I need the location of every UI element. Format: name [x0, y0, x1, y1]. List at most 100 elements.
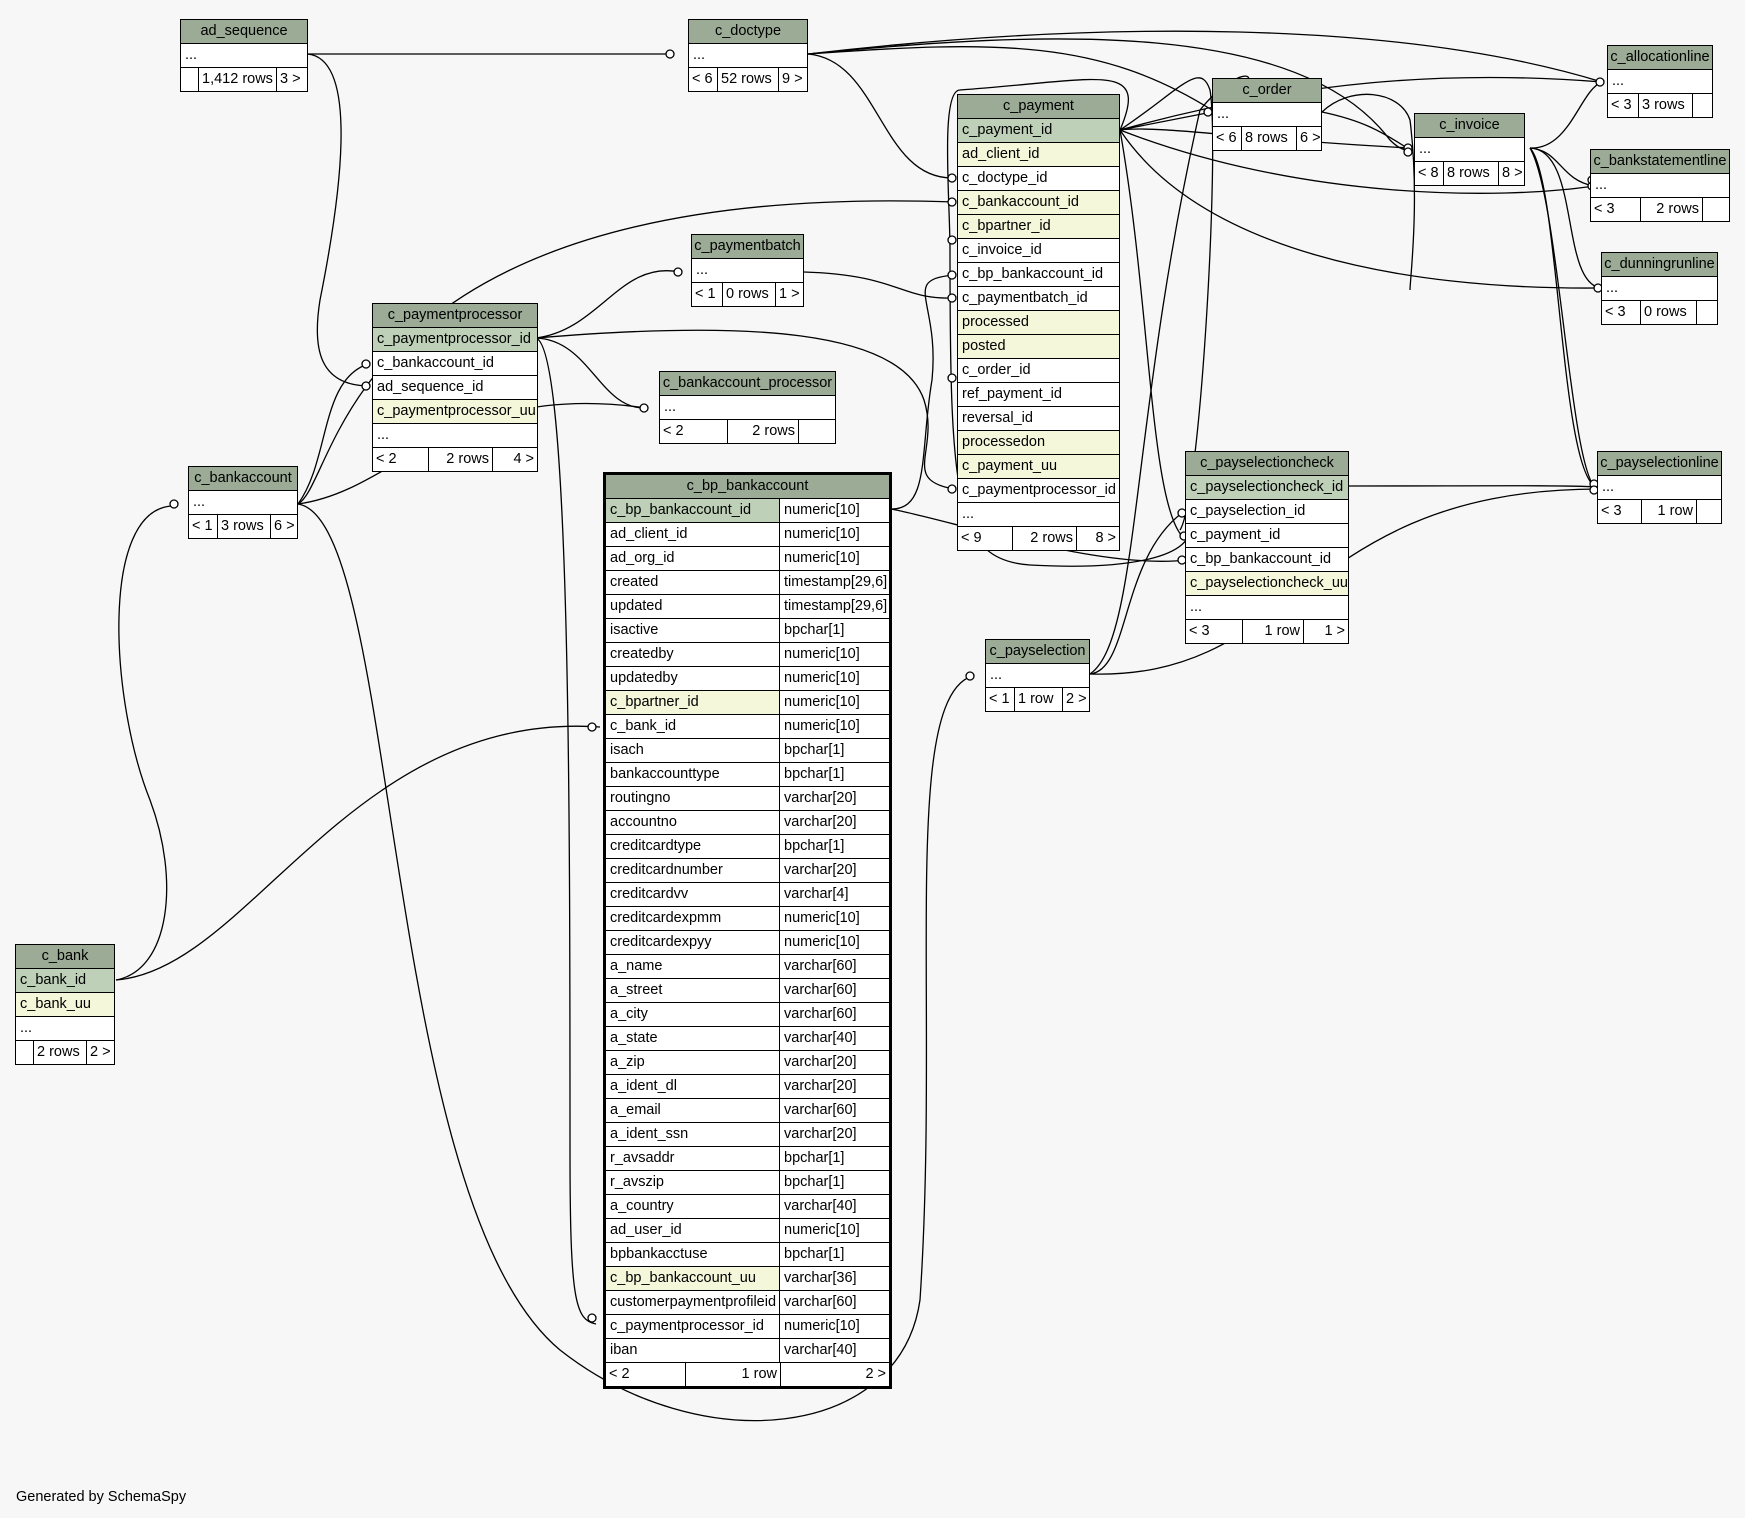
- footer-parents: < 2: [373, 448, 429, 471]
- table-c_payselectioncheck[interactable]: c_payselectioncheck c_payselectioncheck_…: [1185, 451, 1349, 644]
- column-type: numeric[10]: [784, 670, 860, 686]
- table-title: c_doctype: [689, 20, 807, 44]
- table-ad_sequence[interactable]: ad_sequence ... 1,412 rows 3 >: [180, 19, 308, 92]
- column-row: c_bp_bankaccount_id: [1186, 548, 1348, 572]
- table-footer: < 8 8 rows 8 >: [1415, 162, 1524, 185]
- footer-rows: 2 rows: [1013, 527, 1077, 550]
- column-type: numeric[10]: [784, 1318, 860, 1334]
- table-title: c_bankstatementline: [1591, 150, 1729, 174]
- column-type: varchar[40]: [784, 1030, 857, 1046]
- column-name: accountno: [606, 811, 780, 834]
- footer-parents: < 3: [1186, 620, 1243, 643]
- column-name: updated: [606, 595, 780, 618]
- table-c_bank[interactable]: c_bank c_bank_id c_bank_uu ... 2 rows 2 …: [15, 944, 115, 1065]
- column-name: a_email: [606, 1099, 780, 1122]
- column-name: a_country: [606, 1195, 780, 1218]
- footer-children: 2 >: [1066, 691, 1087, 707]
- column-name: updatedby: [606, 667, 780, 690]
- footer-children: [1693, 94, 1712, 117]
- footer-parents: < 8: [1415, 162, 1444, 185]
- column-row: c_paymentprocessor_id: [373, 328, 537, 352]
- table-c_dunningrunline[interactable]: c_dunningrunline ... < 3 0 rows: [1601, 252, 1718, 325]
- footer-parents: < 1: [986, 688, 1015, 711]
- column-name: creditcardexpyy: [606, 931, 780, 954]
- column-type: bpchar[1]: [784, 766, 845, 782]
- table-c_bankaccount_processor[interactable]: c_bankaccount_processor ... < 2 2 rows: [659, 371, 836, 444]
- table-c_allocationline[interactable]: c_allocationline ... < 3 3 rows: [1607, 45, 1713, 118]
- column-name: customerpaymentprofileid: [606, 1291, 780, 1314]
- footer-children: 9 >: [782, 71, 803, 87]
- column-type: varchar[20]: [784, 814, 857, 830]
- column-type: timestamp[29,6]: [784, 598, 888, 614]
- table-title: c_bankaccount_processor: [660, 372, 835, 396]
- table-c_payment[interactable]: c_payment c_payment_id ad_client_id c_do…: [957, 94, 1120, 551]
- column-name: c_bp_bankaccount_id: [606, 499, 780, 522]
- column-name: creditcardnumber: [606, 859, 780, 882]
- column-row: ...: [1213, 103, 1321, 127]
- column-row: ad_sequence_id: [373, 376, 537, 400]
- footer-parents: < 1: [189, 515, 218, 538]
- table-c_payselectionline[interactable]: c_payselectionline ... < 3 1 row: [1597, 451, 1722, 524]
- column-name: a_name: [606, 955, 780, 978]
- table-c_doctype[interactable]: c_doctype ... < 6 52 rows 9 >: [688, 19, 808, 92]
- column-type: numeric[10]: [784, 934, 860, 950]
- column-name: creditcardexpmm: [606, 907, 780, 930]
- table-c_bankaccount[interactable]: c_bankaccount ... < 1 3 rows 6 >: [188, 466, 298, 539]
- footer-children: 3 >: [280, 71, 301, 87]
- footer-rows: 2 rows: [1641, 198, 1703, 221]
- table-title: c_payselection: [986, 640, 1089, 664]
- column-row: posted: [958, 335, 1119, 359]
- footer-children: 6 >: [274, 518, 295, 534]
- column-name: creditcardvv: [606, 883, 780, 906]
- footer-children: 2 >: [90, 1044, 111, 1060]
- column-type: numeric[10]: [784, 718, 860, 734]
- footer-parents: < 3: [1608, 94, 1639, 117]
- table-footer: < 1 1 row 2 >: [986, 688, 1089, 711]
- table-footer: < 3 0 rows: [1602, 301, 1717, 324]
- footer-rows: 1,412 rows: [199, 68, 277, 91]
- table-c_payselection[interactable]: c_payselection ... < 1 1 row 2 >: [985, 639, 1090, 712]
- column-type: numeric[10]: [784, 694, 860, 710]
- column-type: numeric[10]: [784, 550, 860, 566]
- footer-rows: 8 rows: [1444, 162, 1499, 185]
- column-name: a_ident_dl: [606, 1075, 780, 1098]
- column-type: varchar[40]: [784, 1342, 857, 1358]
- table-c_paymentbatch[interactable]: c_paymentbatch ... < 1 0 rows 1 >: [691, 234, 804, 307]
- column-name: a_ident_ssn: [606, 1123, 780, 1146]
- column-row: c_paymentbatch_id: [958, 287, 1119, 311]
- table-c_bankstatementline[interactable]: c_bankstatementline ... < 3 2 rows: [1590, 149, 1730, 222]
- footer-parents: < 2: [606, 1363, 686, 1386]
- footer-rows: 1 row: [686, 1363, 781, 1386]
- column-name: c_bp_bankaccount_uu: [606, 1267, 780, 1290]
- column-row: c_bankaccount_id: [373, 352, 537, 376]
- table-footer: < 6 8 rows 6 >: [1213, 127, 1321, 150]
- column-row: c_payment_uu: [958, 455, 1119, 479]
- footer-parents: < 1: [692, 283, 723, 306]
- table-c_invoice[interactable]: c_invoice ... < 8 8 rows 8 >: [1414, 113, 1525, 186]
- footer-rows: 0 rows: [1641, 301, 1697, 324]
- footer-parents: < 3: [1602, 301, 1641, 324]
- footer-children: [1697, 301, 1717, 324]
- column-name: routingno: [606, 787, 780, 810]
- column-type: numeric[10]: [784, 502, 860, 518]
- table-footer: < 6 52 rows 9 >: [689, 68, 807, 91]
- table-footer: < 1 3 rows 6 >: [189, 515, 297, 538]
- column-type: varchar[60]: [784, 982, 857, 998]
- table-c_order[interactable]: c_order ... < 6 8 rows 6 >: [1212, 78, 1322, 151]
- table-c_paymentprocessor[interactable]: c_paymentprocessor c_paymentprocessor_id…: [372, 303, 538, 472]
- column-name: createdby: [606, 643, 780, 666]
- column-name: a_zip: [606, 1051, 780, 1074]
- table-footer: 1,412 rows 3 >: [181, 68, 307, 91]
